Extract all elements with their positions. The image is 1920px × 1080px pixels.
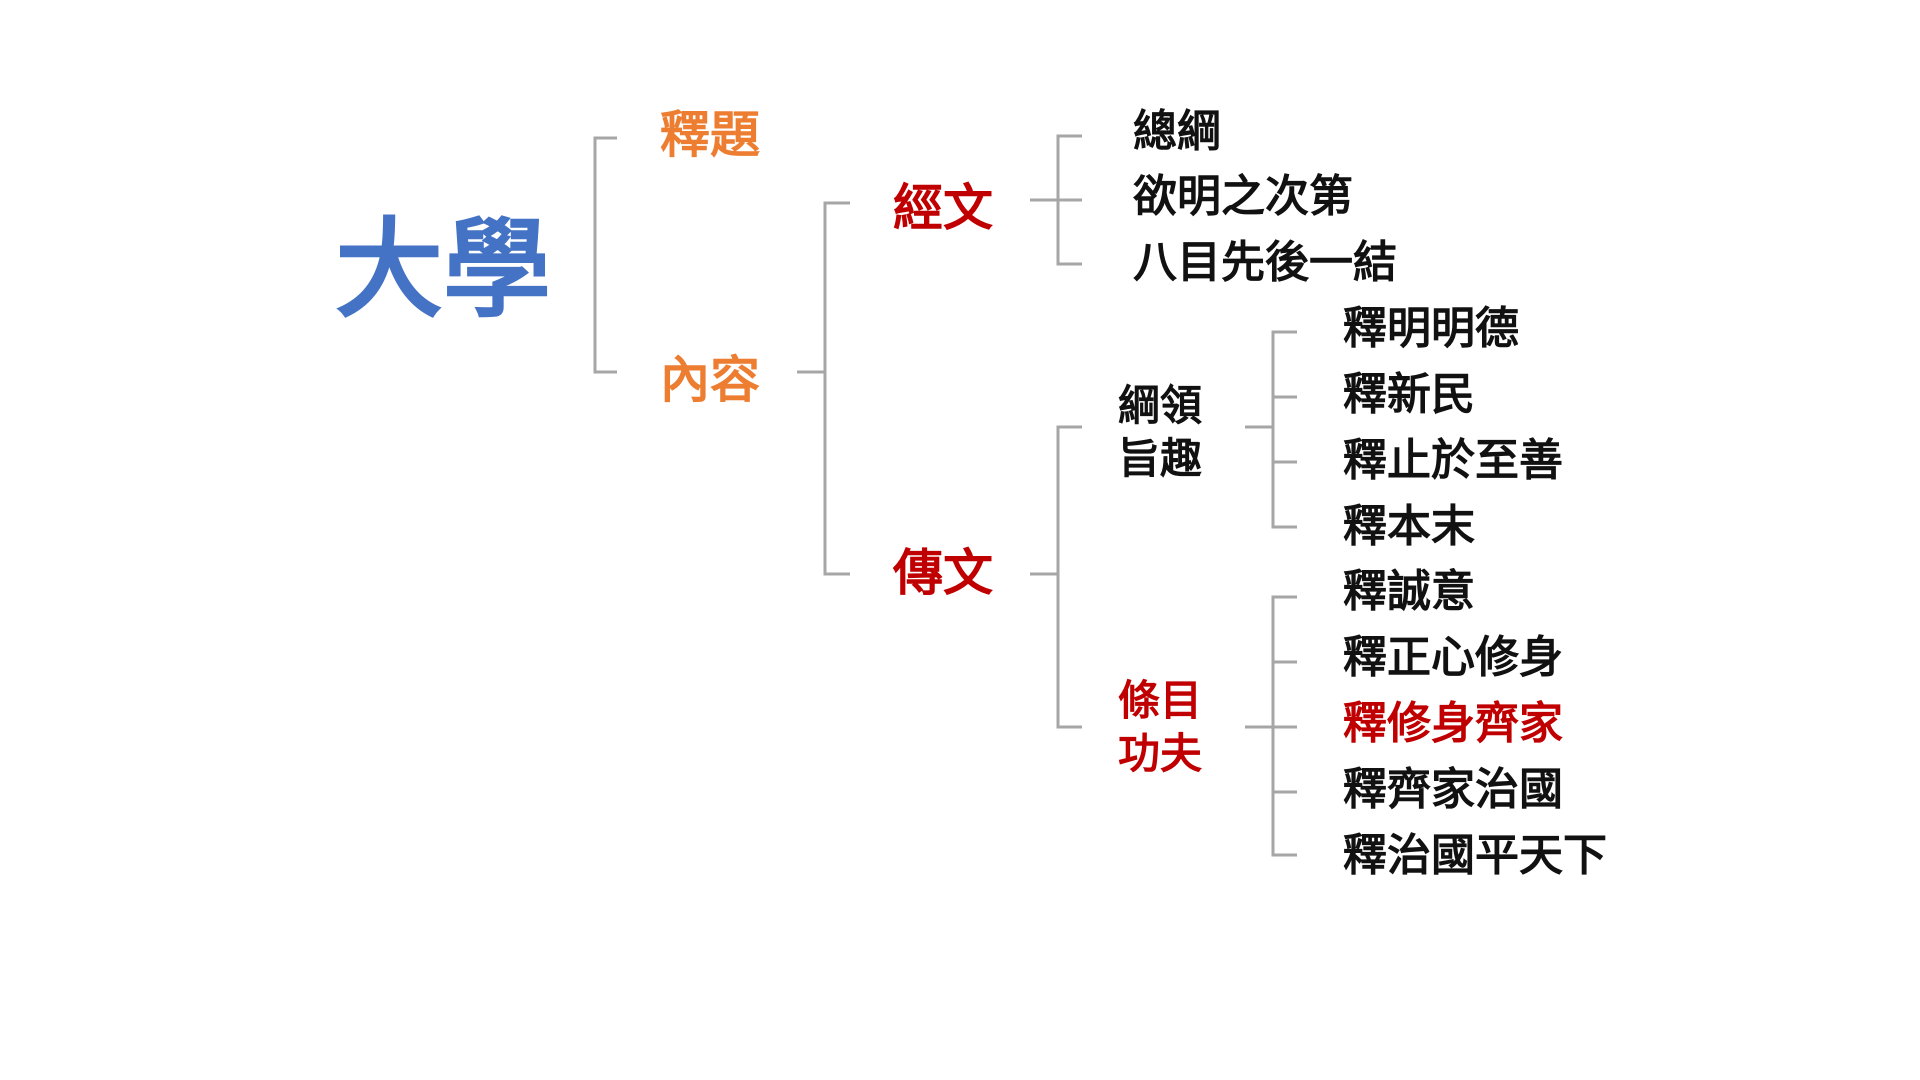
connector-principles-bracket [1271,330,1297,529]
connector-commentary-bracket [1056,425,1082,729]
principles-item: 釋止於至善 [1343,435,1563,486]
principles-group-label: 綱領 旨趣 [1118,380,1202,485]
steps-item: 釋誠意 [1343,566,1475,617]
classic-item: 欲明之次第 [1133,171,1353,222]
principles-item: 釋本末 [1343,501,1475,552]
principles-label-line1: 綱領 [1118,381,1203,430]
steps-label-line2: 功夫 [1118,728,1203,778]
steps-item: 釋齊家治國 [1343,764,1563,815]
steps-item: 釋治國平天下 [1343,830,1607,881]
title-section-label: 釋題 [660,105,760,164]
connector-content-bracket [823,201,850,576]
classic-item: 八目先後一結 [1133,237,1397,288]
steps-label-line1: 條目 [1118,676,1203,725]
principles-item: 釋明明德 [1343,303,1519,354]
content-section-label: 內容 [660,350,760,409]
steps-item-highlighted: 釋修身齊家 [1343,698,1563,749]
principles-item: 釋新民 [1343,369,1475,420]
steps-group-label: 條目 功夫 [1118,675,1202,780]
classic-text-label: 經文 [893,178,993,237]
principles-label-line2: 旨趣 [1118,433,1203,483]
commentary-label: 傳文 [893,543,993,602]
connector-root-bracket [593,136,617,374]
classic-item: 總綱 [1133,106,1221,157]
root-title: 大學 [335,207,552,333]
steps-item: 釋正心修身 [1343,632,1563,683]
